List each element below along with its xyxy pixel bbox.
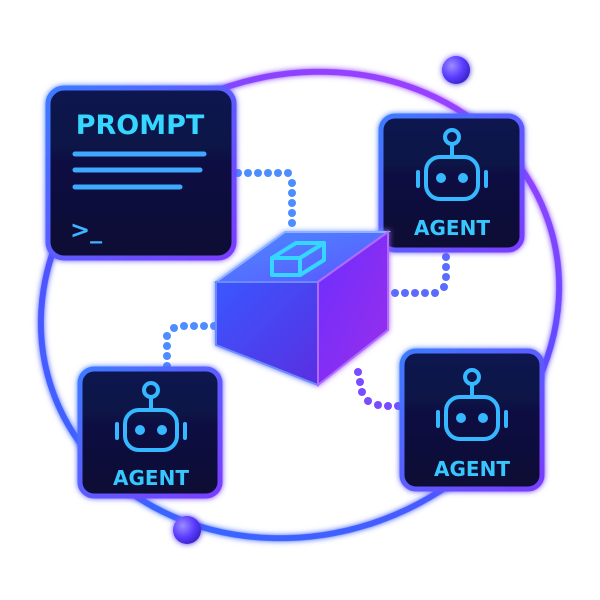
robot-eyes — [456, 413, 488, 423]
robot-icon — [115, 381, 187, 452]
agent-label-bottom-right: AGENT — [434, 457, 510, 481]
prompt-card[interactable] — [45, 85, 237, 261]
robot-eyes — [135, 425, 167, 435]
agent-card-bottom-left[interactable] — [77, 366, 223, 499]
connector-hub-agent-top — [391, 253, 450, 297]
connector-hub-agent-left — [163, 322, 218, 370]
orbit-ring — [37, 68, 563, 542]
agent-card-bottom-right[interactable] — [399, 348, 545, 492]
orbit-node-bottom — [173, 516, 201, 544]
robot-icon — [436, 368, 508, 441]
connector-hub-agent-right — [354, 368, 402, 410]
agent-label-bottom-left: AGENT — [113, 466, 189, 490]
cube-icon — [270, 241, 326, 277]
prompt-text-lines — [72, 151, 207, 190]
prompt-title: PROMPT — [76, 110, 205, 141]
orbit-node-top — [442, 56, 470, 84]
robot-icon — [416, 128, 488, 201]
agent-card-top-right[interactable] — [378, 113, 525, 253]
hub-cube[interactable] — [212, 230, 392, 388]
agent-label-top-right: AGENT — [414, 216, 490, 240]
terminal-cursor: >_ — [70, 216, 102, 244]
connector-prompt-hub — [234, 169, 296, 227]
robot-eyes — [436, 173, 468, 183]
